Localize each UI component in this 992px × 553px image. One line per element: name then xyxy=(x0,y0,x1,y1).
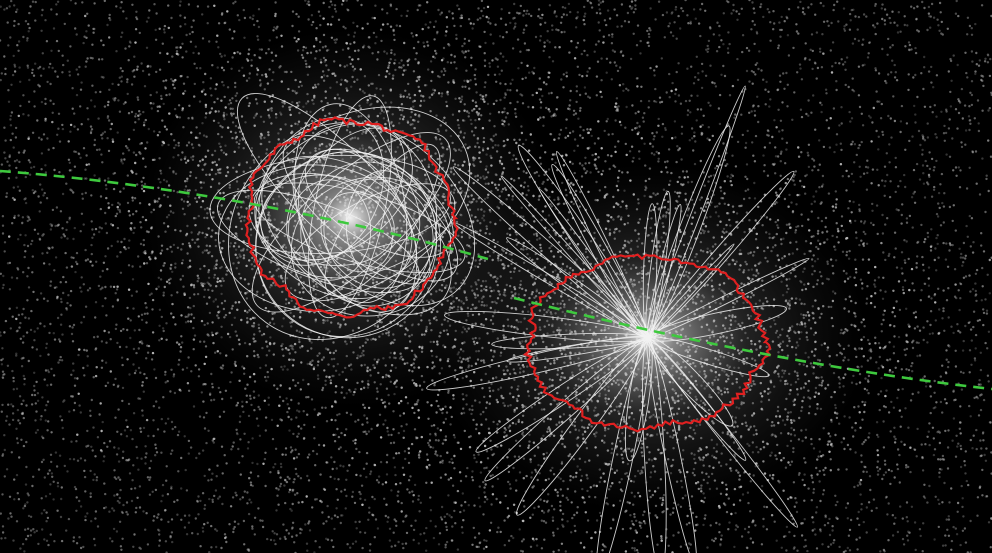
left-halo-trajectory xyxy=(0,169,489,261)
left-orbit-loop xyxy=(260,174,417,300)
left-orbit-loop xyxy=(261,155,452,316)
right-halo-trajectory xyxy=(513,296,992,391)
right-halo-orbits xyxy=(426,85,810,553)
left-orbit-loop xyxy=(284,183,456,302)
left-orbit-loop xyxy=(251,132,451,313)
left-orbit-loop xyxy=(209,154,451,254)
left-orbit-loop xyxy=(255,123,413,261)
left-halo-orbits xyxy=(209,93,476,340)
right-halo-contour xyxy=(522,253,772,433)
left-orbit-loop xyxy=(292,122,476,307)
left-orbit-loop xyxy=(255,151,442,339)
left-halo-contour xyxy=(244,116,459,319)
left-orbit-loop xyxy=(288,179,372,281)
left-orbit-loop xyxy=(286,127,405,261)
left-orbit-loop xyxy=(253,182,466,274)
left-orbit-loop xyxy=(323,178,434,289)
left-orbit-loop xyxy=(297,148,418,313)
left-orbit-loop xyxy=(320,192,393,273)
